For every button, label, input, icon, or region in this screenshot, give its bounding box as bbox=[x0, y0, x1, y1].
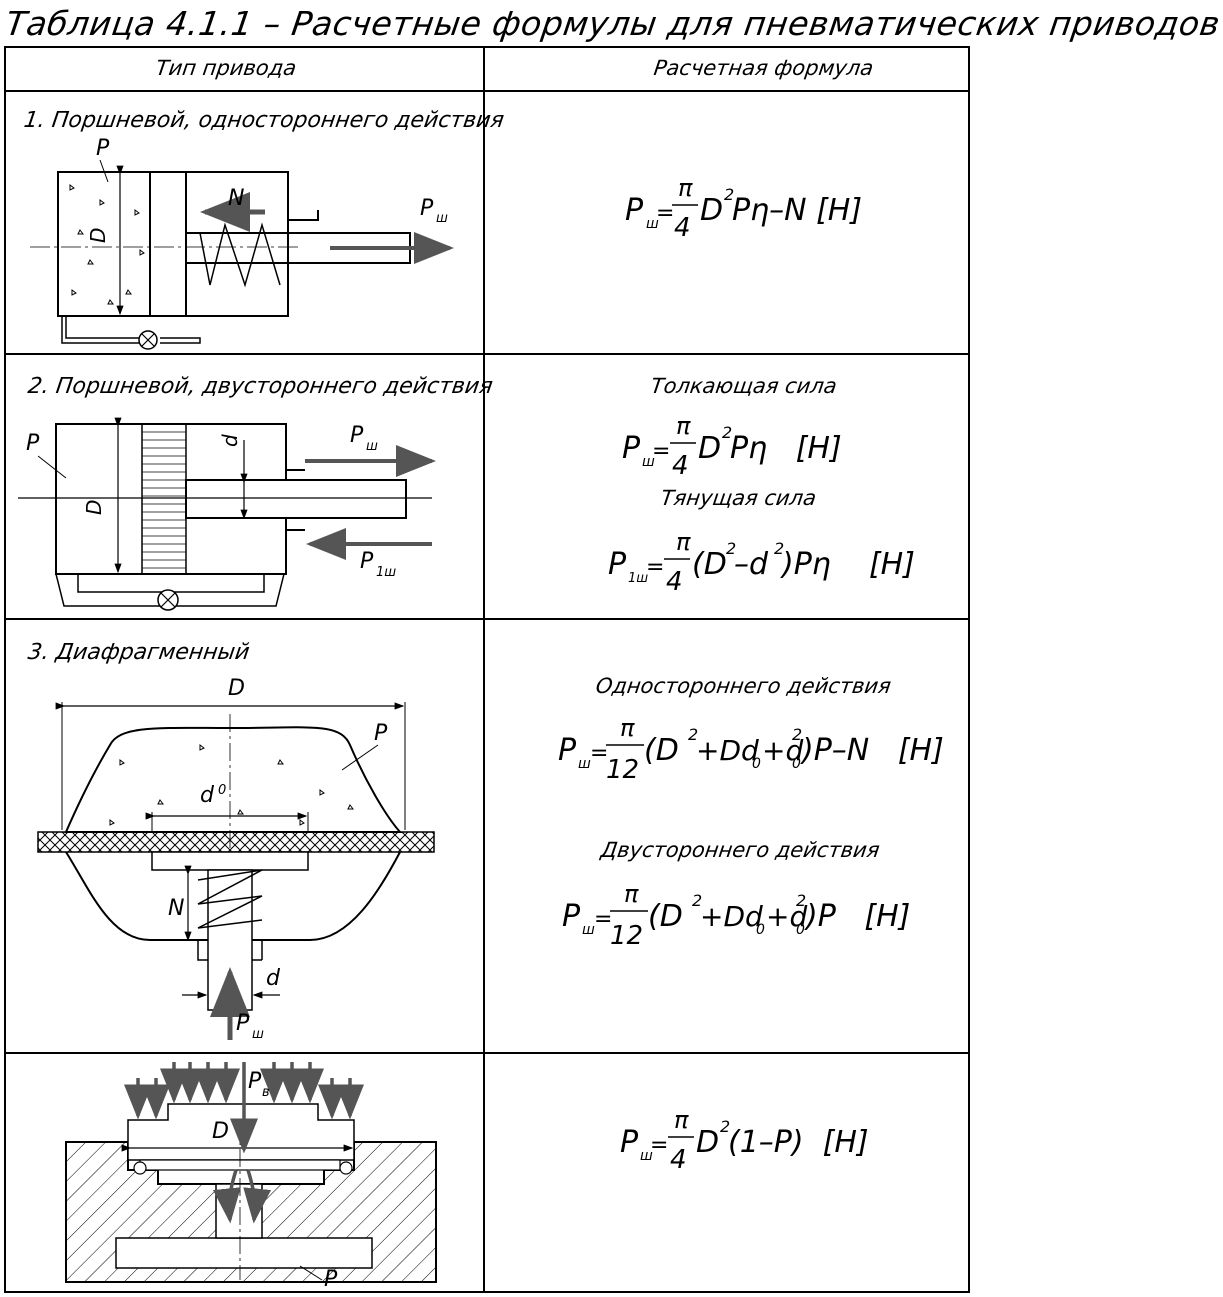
svg-text:Pη [H]: Pη [H] bbox=[730, 431, 842, 466]
svg-text:2: 2 bbox=[688, 725, 698, 744]
svg-text:(D: (D bbox=[644, 733, 679, 768]
svg-text:ш: ш bbox=[366, 439, 378, 454]
svg-text:π: π bbox=[674, 1106, 689, 1134]
row2-label-P: P bbox=[26, 431, 40, 456]
svg-text:4: 4 bbox=[666, 567, 683, 597]
row1-label-Pw: P bbox=[420, 196, 434, 221]
svg-text:=: = bbox=[590, 741, 608, 766]
formulas: P ш = π 4 D 2 Pη–N [H] P ш = π 4 D 2 Pη … bbox=[558, 174, 944, 1175]
svg-text:π: π bbox=[676, 412, 691, 440]
svg-text:π: π bbox=[676, 528, 691, 556]
formula-single-action: P ш = π 12 (D 2 +Dd 0 +d 2 0 )P–N [H] bbox=[558, 714, 944, 785]
svg-text:ш: ш bbox=[642, 454, 655, 470]
row-divider-1 bbox=[6, 353, 968, 355]
svg-text:ш: ш bbox=[646, 216, 659, 232]
row4-label-Pb: P bbox=[248, 1069, 262, 1094]
svg-text:π: π bbox=[624, 880, 639, 908]
row3-label-D: D bbox=[228, 676, 245, 701]
svg-text:ш: ш bbox=[436, 211, 448, 226]
svg-text:0: 0 bbox=[792, 756, 801, 772]
svg-text:π: π bbox=[678, 174, 693, 202]
svg-text:ш: ш bbox=[640, 1148, 653, 1164]
svg-text:4: 4 bbox=[674, 213, 691, 243]
row4-label-D: D bbox=[212, 1119, 229, 1144]
svg-text:+Dd: +Dd bbox=[696, 734, 759, 767]
svg-text:0: 0 bbox=[218, 783, 226, 798]
row3-label-P: P bbox=[374, 721, 388, 746]
row3-label-d: d bbox=[266, 966, 281, 991]
svg-text:в: в bbox=[262, 1085, 270, 1100]
row3-label-N: N bbox=[168, 896, 184, 921]
svg-text:=: = bbox=[656, 201, 674, 226]
svg-text:+Dd: +Dd bbox=[700, 900, 763, 933]
svg-text:π: π bbox=[620, 714, 635, 742]
svg-text:0: 0 bbox=[796, 922, 805, 938]
svg-text:=: = bbox=[646, 555, 664, 580]
svg-text:ш: ш bbox=[582, 922, 595, 938]
svg-text:D: D bbox=[698, 431, 721, 466]
row2-label-D: D bbox=[82, 500, 106, 515]
svg-text:+d: +d bbox=[762, 734, 803, 767]
svg-text:+d: +d bbox=[766, 900, 807, 933]
formula-pull: P 1ш = π 4 (D 2 –d 2 )Pη [H] bbox=[608, 528, 915, 597]
svg-text:P: P bbox=[622, 431, 641, 466]
svg-text:P: P bbox=[562, 899, 581, 934]
svg-text:)P–N [H]: )P–N [H] bbox=[800, 733, 944, 768]
svg-text:–d: –d bbox=[734, 547, 769, 582]
row3-label-d0: d bbox=[200, 783, 215, 808]
header-divider bbox=[6, 90, 968, 92]
formula-push: P ш = π 4 D 2 Pη [H] bbox=[622, 412, 842, 481]
row4-label-P: P bbox=[324, 1267, 338, 1292]
svg-text:2: 2 bbox=[692, 891, 702, 910]
svg-text:=: = bbox=[650, 1133, 668, 1158]
svg-text:P: P bbox=[558, 733, 577, 768]
svg-text:0: 0 bbox=[756, 922, 765, 938]
formula-row4: P ш = π 4 D 2 (1–P) [H] bbox=[620, 1106, 869, 1175]
svg-text:ш: ш bbox=[578, 756, 591, 772]
column-divider bbox=[483, 48, 485, 1291]
svg-text:2: 2 bbox=[720, 1117, 730, 1136]
row3-label-Pw: P bbox=[236, 1011, 250, 1036]
row2-label-Pw: P bbox=[350, 423, 364, 448]
svg-text:P: P bbox=[620, 1125, 639, 1160]
row-divider-3 bbox=[6, 1052, 968, 1054]
svg-text:=: = bbox=[594, 907, 612, 932]
svg-text:2: 2 bbox=[724, 185, 734, 204]
svg-text:ш: ш bbox=[252, 1027, 264, 1042]
svg-text:1ш: 1ш bbox=[628, 571, 648, 586]
svg-text:(1–P) [H]: (1–P) [H] bbox=[728, 1125, 869, 1160]
svg-text:0: 0 bbox=[752, 756, 761, 772]
row2-label-d: d bbox=[218, 434, 242, 447]
row1-label-P: P bbox=[96, 136, 110, 161]
svg-text:P: P bbox=[608, 547, 627, 582]
svg-text:D: D bbox=[696, 1125, 719, 1160]
svg-text:2: 2 bbox=[792, 725, 802, 744]
formula-table: Тип привода Расчетная формула 1. Поршнев… bbox=[4, 46, 970, 1293]
svg-text:12: 12 bbox=[610, 921, 643, 951]
svg-text:D: D bbox=[700, 193, 723, 228]
row1-label-D: D bbox=[86, 228, 110, 243]
svg-text:Pη–N [H]: Pη–N [H] bbox=[732, 193, 862, 228]
svg-text:(D: (D bbox=[648, 899, 683, 934]
piston-single-action-diagram: D P N P ш D d P P ш P 1ш bbox=[18, 136, 454, 1292]
svg-text:2: 2 bbox=[722, 423, 732, 442]
formula-row1: P ш = π 4 D 2 Pη–N [H] bbox=[625, 174, 862, 243]
svg-text:=: = bbox=[652, 439, 670, 464]
svg-text:(D: (D bbox=[692, 547, 727, 582]
formula-double-action: P ш = π 12 (D 2 +Dd 0 +d 2 0 )P [H] bbox=[562, 880, 910, 951]
row1-label-N: N bbox=[228, 186, 244, 211]
svg-text:2: 2 bbox=[796, 891, 806, 910]
svg-text:4: 4 bbox=[670, 1145, 687, 1175]
svg-text:2: 2 bbox=[774, 539, 784, 558]
svg-text:12: 12 bbox=[606, 755, 639, 785]
svg-text:4: 4 bbox=[672, 451, 689, 481]
svg-text:)Pη [H]: )Pη [H] bbox=[780, 547, 915, 582]
svg-text:P: P bbox=[625, 193, 644, 228]
svg-text:1ш: 1ш bbox=[376, 565, 396, 580]
svg-text:2: 2 bbox=[726, 539, 736, 558]
row-divider-2 bbox=[6, 618, 968, 620]
row2-label-P1w: P bbox=[360, 549, 374, 574]
svg-text:)P [H]: )P [H] bbox=[804, 899, 910, 934]
